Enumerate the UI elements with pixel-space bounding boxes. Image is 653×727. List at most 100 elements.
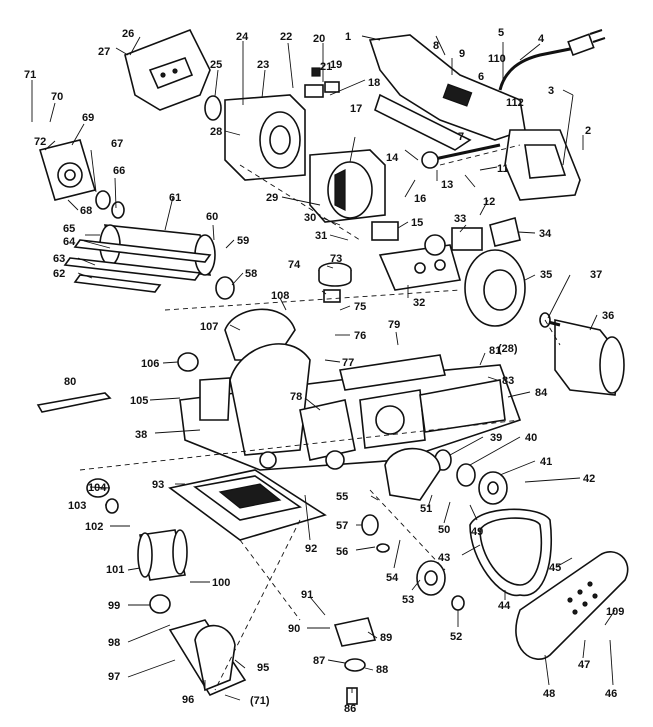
part-power-cord	[498, 29, 606, 91]
callout-42: 42	[583, 473, 595, 485]
callout-31: 31	[315, 230, 327, 242]
callout-71-ref: (71)	[250, 695, 270, 707]
callout-98: 98	[108, 637, 120, 649]
callout-44: 44	[498, 600, 511, 612]
callout-103: 103	[68, 500, 86, 512]
callout-51: 51	[420, 503, 432, 515]
callout-39: 39	[490, 432, 502, 444]
callout-43: 43	[438, 552, 450, 564]
part-small-pulley	[416, 560, 465, 611]
callout-18: 18	[368, 77, 380, 89]
callout-11: 11	[497, 163, 509, 175]
callout-22: 22	[280, 31, 292, 43]
part-base-plate	[168, 469, 327, 541]
callout-61: 61	[169, 192, 181, 204]
part-clip-set	[361, 514, 390, 553]
part-washer	[105, 498, 119, 514]
callout-99: 99	[108, 600, 120, 612]
callout-23: 23	[257, 59, 269, 71]
callout-66: 66	[113, 165, 125, 177]
part-drive-shaft	[421, 143, 501, 169]
part-ring	[204, 95, 222, 121]
part-bracket	[489, 217, 521, 247]
callout-2: 2	[585, 125, 591, 137]
callout-77: 77	[342, 357, 354, 369]
part-roller	[177, 352, 199, 372]
callout-37: 37	[590, 269, 602, 281]
callout-15: 15	[411, 217, 423, 229]
part-motor-housing	[224, 94, 306, 181]
part-bearing-housing	[464, 249, 526, 327]
part-depth-knob	[318, 262, 352, 303]
callout-21: 21	[320, 61, 332, 73]
callout-60: 60	[206, 211, 218, 223]
callout-73: 73	[330, 253, 342, 265]
callout-74: 74	[288, 259, 301, 271]
callout-13: 13	[441, 179, 453, 191]
callout-100: 100	[212, 577, 230, 589]
callout-4: 4	[538, 33, 545, 45]
callout-34: 34	[539, 228, 552, 240]
callout-45: 45	[549, 562, 561, 574]
callout-91: 91	[301, 589, 313, 601]
callout-80: 80	[64, 376, 76, 388]
callout-30: 30	[304, 212, 316, 224]
callout-28-ref: (28)	[498, 343, 518, 355]
part-handle-side	[504, 129, 581, 201]
callout-12: 12	[483, 196, 495, 208]
callout-108: 108	[271, 290, 289, 302]
part-switch-bits	[304, 67, 340, 98]
callout-87: 87	[313, 655, 325, 667]
part-main-body	[179, 343, 522, 471]
callout-102: 102	[85, 521, 103, 533]
callout-55: 55	[336, 491, 348, 503]
callout-70: 70	[51, 91, 63, 103]
callout-29: 29	[266, 192, 278, 204]
callout-71: 71	[24, 69, 36, 81]
part-drive-belt	[469, 508, 553, 597]
callout-86: 86	[344, 703, 356, 715]
callout-96: 96	[182, 694, 194, 706]
part-armature	[539, 312, 625, 396]
callout-57: 57	[336, 520, 348, 532]
part-feed-roller	[137, 529, 188, 581]
callout-16: 16	[414, 193, 426, 205]
part-spanner	[36, 392, 112, 413]
alignment-lines	[79, 144, 561, 691]
callout-labels: 1 2 3 4 5 6 7 8 9 11 12 13 14 15 16 17 1…	[24, 27, 624, 715]
callout-93: 93	[152, 479, 164, 491]
callout-6: 6	[478, 71, 484, 83]
part-terminal-block	[371, 221, 399, 241]
callout-101: 101	[106, 564, 124, 576]
callout-68: 68	[80, 205, 92, 217]
leader-lines	[31, 35, 616, 701]
callout-72: 72	[34, 136, 46, 148]
callout-59: 59	[237, 235, 249, 247]
callout-25: 25	[210, 59, 222, 71]
callout-90: 90	[288, 623, 300, 635]
callout-107: 107	[200, 321, 218, 333]
callout-50: 50	[438, 524, 450, 536]
callout-41: 41	[540, 456, 552, 468]
callout-9: 9	[459, 48, 465, 60]
callout-7: 7	[458, 131, 464, 143]
callout-52: 52	[450, 631, 462, 643]
callout-19: 19	[330, 59, 342, 71]
callout-83: 83	[502, 375, 514, 387]
callout-26: 26	[122, 28, 134, 40]
callout-3: 3	[548, 85, 554, 97]
callout-63: 63	[53, 253, 65, 265]
callout-65: 65	[63, 223, 75, 235]
callout-106: 106	[141, 358, 159, 370]
callout-62: 62	[53, 268, 65, 280]
part-drum-pulley	[215, 276, 235, 300]
callout-81: 81	[489, 345, 501, 357]
callout-46: 46	[605, 688, 617, 700]
callout-109: 109	[606, 606, 624, 618]
callout-112: 112	[506, 97, 524, 109]
callout-27: 27	[98, 46, 110, 58]
callout-20: 20	[313, 33, 325, 45]
callout-88: 88	[376, 664, 388, 676]
callout-97: 97	[108, 671, 120, 683]
